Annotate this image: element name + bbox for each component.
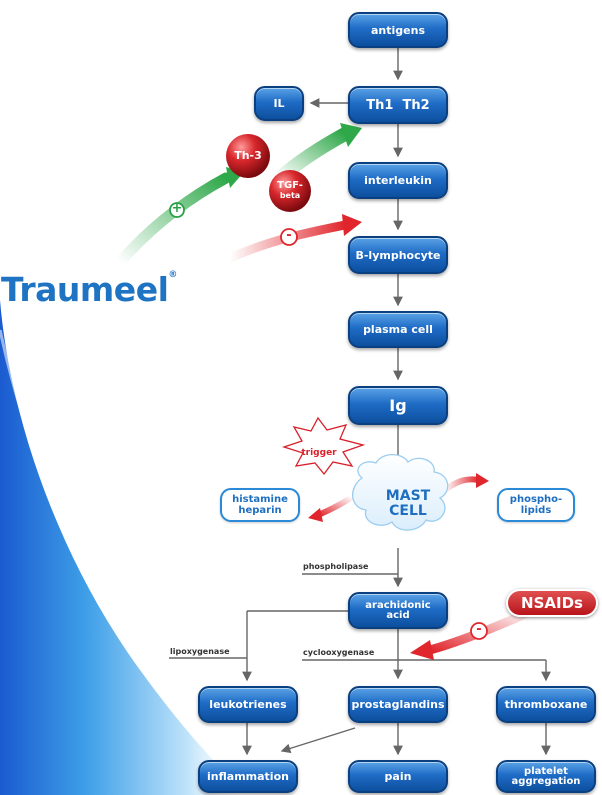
node-platelet-label-2: aggregation: [511, 775, 581, 787]
node-histamine-label-2: heparin: [238, 505, 282, 516]
traumeel-wordmark: Traumeel: [1, 270, 169, 309]
label-cyclooxygenase: cyclooxygenase: [303, 648, 375, 657]
nsaids-label: NSAIDs: [521, 594, 583, 612]
th3-sphere: [226, 134, 270, 178]
node-phospho-label-1: phospho-: [509, 494, 563, 505]
node-b-lymphocyte-label: B-lymphocyte: [355, 248, 441, 262]
node-thromboxane: thromboxane: [496, 686, 596, 723]
tgf-beta-sphere: [269, 170, 311, 212]
node-interleukin-label: interleukin: [364, 174, 432, 187]
node-antigens-label: antigens: [371, 23, 425, 37]
node-arachidonic-label-2: acid: [386, 609, 410, 621]
node-b-lymphocyte: B-lymphocyte: [348, 236, 448, 274]
node-leukotrienes: leukotrienes: [198, 686, 298, 723]
trigger-starburst-icon: [281, 416, 366, 476]
node-interleukin: interleukin: [348, 162, 448, 199]
node-phospho-label-2: lipids: [520, 505, 552, 516]
minus-sign: -: [286, 228, 292, 243]
tgf-beta-label: TGF- beta: [269, 180, 311, 200]
main-flow-arrows: [169, 48, 551, 756]
minus-badge-icon: [280, 228, 298, 246]
minus-badge-nsaids-icon: [470, 622, 488, 640]
node-ig: Ig: [348, 386, 448, 425]
plus-badge-icon: [169, 202, 185, 218]
traumeel-logo: Traumeel®: [1, 270, 177, 309]
registered-mark: ®: [168, 270, 177, 280]
node-prostaglandins: prostaglandins: [348, 686, 448, 723]
label-phospholipase: phospholipase: [303, 562, 369, 571]
th3-label: Th-3: [234, 149, 262, 162]
release-arrow-histamine: [315, 494, 355, 518]
stimulate-arrow-traumeel: [114, 172, 232, 268]
mast-label-2: CELL: [389, 503, 427, 519]
node-leukotrienes-label: leukotrienes: [209, 698, 287, 711]
minus-sign-nsaids: -: [476, 622, 482, 637]
tgf-label-2: beta: [279, 191, 301, 200]
node-ig-label: Ig: [389, 396, 407, 415]
node-inflammation: inflammation: [198, 760, 298, 793]
node-platelet-label-1: platelet: [524, 765, 568, 777]
node-antigens: antigens: [348, 12, 448, 48]
tgf-label-1: TGF-: [277, 180, 303, 191]
node-pain: pain: [348, 760, 448, 793]
node-pain-label: pain: [384, 770, 412, 783]
trigger-label: trigger: [301, 448, 337, 458]
node-th1-th2: Th1 Th2: [348, 86, 448, 124]
plus-sign: +: [171, 201, 183, 216]
node-thromboxane-label: thromboxane: [504, 698, 588, 711]
node-inflammation-label: inflammation: [207, 770, 289, 783]
label-lipoxygenase: lipoxygenase: [170, 647, 230, 656]
nsaids-badge: NSAIDs: [506, 589, 598, 617]
node-plasma-cell: plasma cell: [348, 311, 448, 348]
node-il-label: IL: [273, 97, 285, 110]
node-prostaglandins-label: prostaglandins: [351, 698, 445, 711]
node-phospholipids: phospho-lipids: [497, 488, 575, 522]
mast-cell-cloud-icon: [352, 453, 449, 531]
mast-label-1: MAST: [385, 488, 431, 504]
release-arrow-phospholipids: [442, 476, 481, 493]
node-arachidonic-label-1: arachidonic: [365, 599, 431, 611]
node-histamine-label-1: histamine: [232, 494, 288, 505]
node-th-label: Th1 Th2: [366, 97, 430, 113]
node-plasma-cell-label: plasma cell: [363, 323, 433, 336]
node-il: IL: [254, 86, 304, 121]
